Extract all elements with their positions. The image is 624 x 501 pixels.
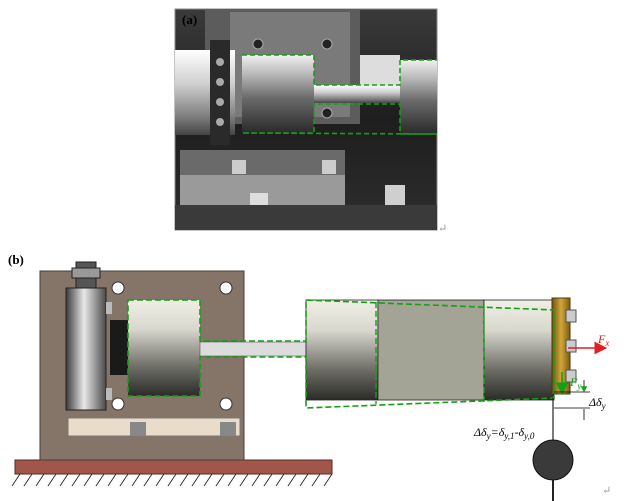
clamp-disk [65,287,107,411]
return-mark-a: ↵ [438,223,447,235]
base-plate [14,459,333,475]
force-y-label: Fy [569,375,581,391]
panel-a-label: (a) [182,12,197,27]
return-mark-b: ↵ [602,485,611,497]
deformed-outline [127,299,555,409]
specimen-head [128,300,200,396]
force-x-label: Fx [597,332,609,348]
gripping-block [377,299,485,401]
dial-gauge [532,439,574,481]
delta-label: Δδy [588,395,606,411]
panel-b-label: (b) [8,252,24,267]
diagram-panel-b [11,261,608,501]
photo-panel-a [174,8,438,231]
displacement-equation: Δδy=δy,1-δy,0 [473,425,535,441]
